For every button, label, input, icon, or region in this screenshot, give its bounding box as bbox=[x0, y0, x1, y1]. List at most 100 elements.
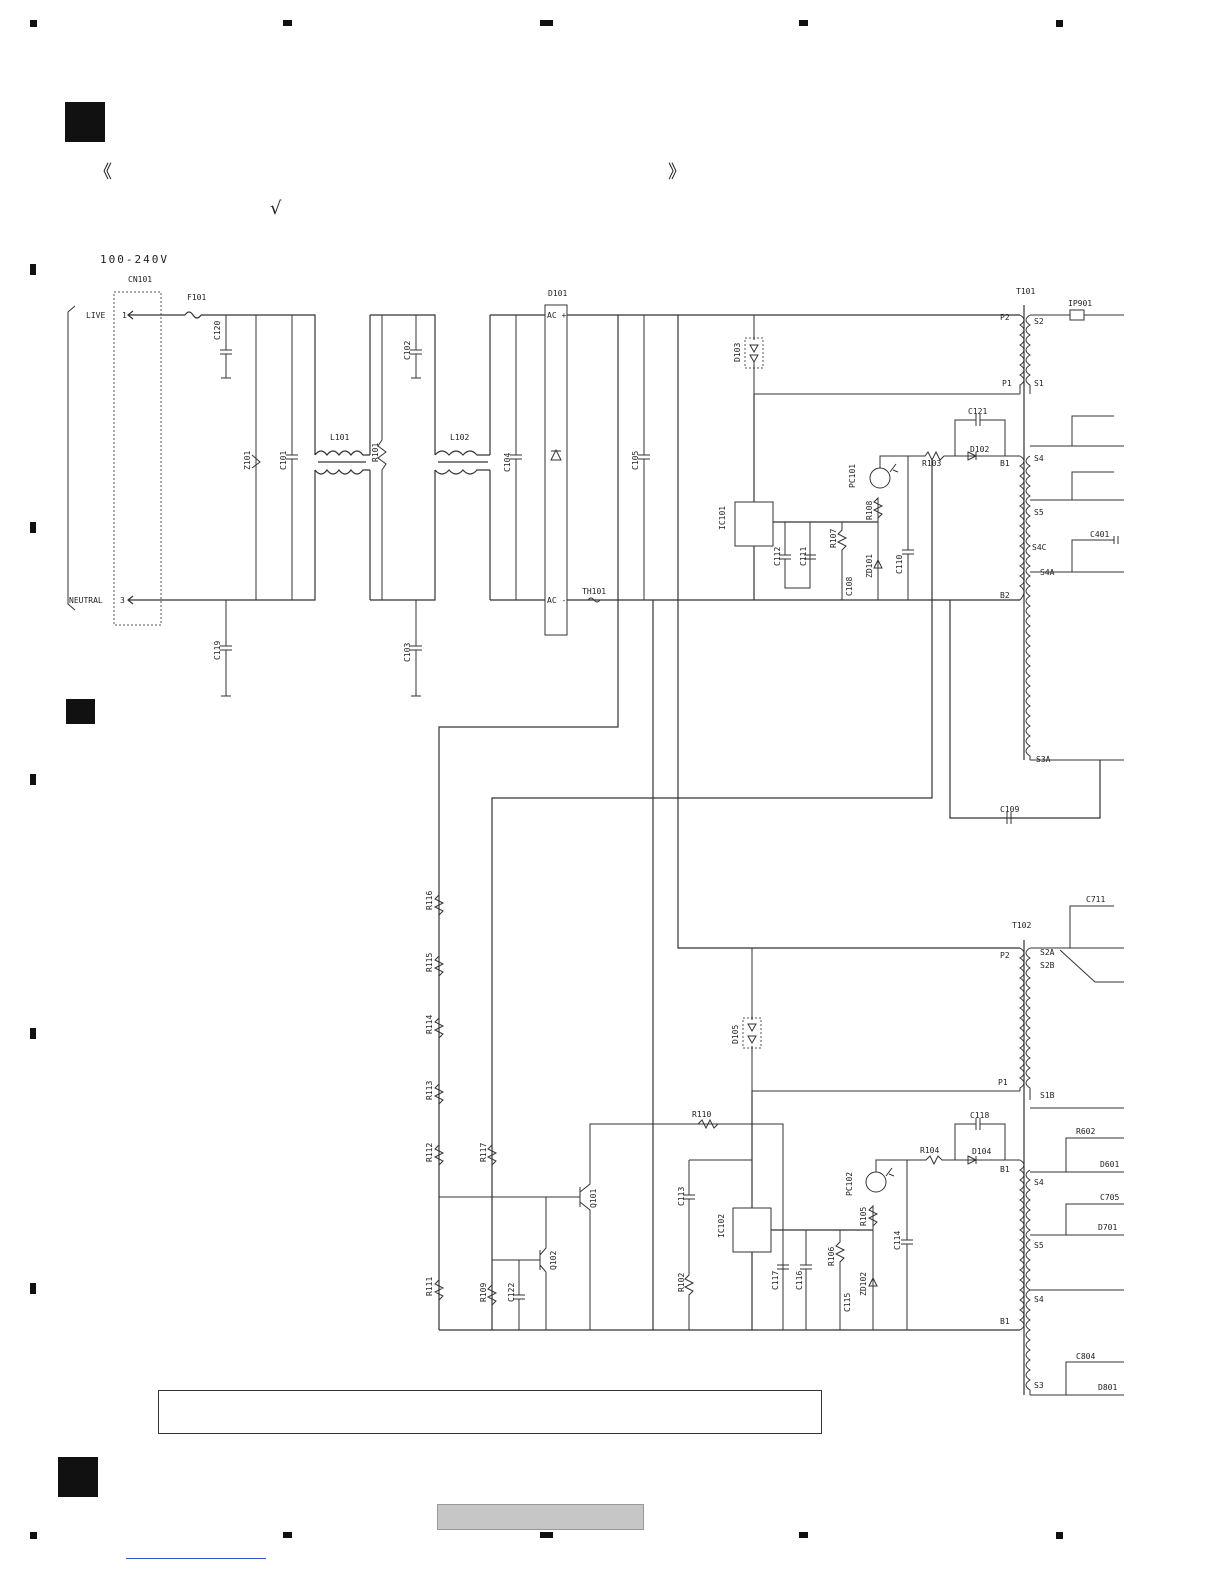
c112-c111 bbox=[779, 522, 816, 589]
d103-label: D103 bbox=[733, 343, 742, 362]
section-block-top bbox=[65, 102, 105, 142]
t102-primary bbox=[1019, 947, 1025, 1091]
r117-resistor bbox=[486, 1144, 498, 1166]
pin-label: S4 bbox=[1034, 454, 1044, 463]
diode-icon bbox=[550, 448, 562, 461]
c101-label: C101 bbox=[279, 451, 288, 470]
registration-mark bbox=[30, 1028, 36, 1039]
capacitor-symbol bbox=[510, 315, 522, 600]
pin-label: B2 bbox=[1000, 591, 1010, 600]
c114-capacitor bbox=[901, 1160, 913, 1330]
t101-aux bbox=[1019, 455, 1025, 601]
c121-label: C121 bbox=[968, 407, 987, 416]
zd102-zener bbox=[868, 1230, 878, 1330]
c122-label: C122 bbox=[507, 1283, 516, 1302]
r115-label: R115 bbox=[425, 953, 434, 972]
r104-d104 bbox=[875, 1155, 1020, 1172]
neutral-label: NEUTRAL bbox=[69, 596, 103, 605]
c120-label: C120 bbox=[213, 321, 222, 340]
zd101-label: ZD101 bbox=[865, 554, 874, 578]
r109-c122 bbox=[486, 1260, 525, 1330]
live-rail-2 bbox=[201, 314, 316, 455]
ic101-label: IC101 bbox=[718, 506, 727, 530]
pin-label: B1 bbox=[1000, 1317, 1010, 1326]
c113-label: C113 bbox=[677, 1187, 686, 1206]
registration-mark bbox=[1056, 1532, 1063, 1539]
ic101-chip bbox=[734, 501, 774, 547]
thermistor-symbol bbox=[587, 597, 601, 603]
c121-capacitor bbox=[954, 414, 1006, 456]
c110-label: C110 bbox=[895, 555, 904, 574]
bridge-pin-label: AC - bbox=[547, 596, 566, 605]
c119-label: C119 bbox=[213, 641, 222, 660]
c104-label: C104 bbox=[503, 453, 512, 472]
pc101-label: PC101 bbox=[848, 464, 857, 488]
ip901-protector bbox=[1030, 309, 1124, 321]
c111-label: C111 bbox=[799, 547, 808, 566]
l102-inductor bbox=[434, 450, 490, 475]
pin-label: S4C bbox=[1032, 543, 1047, 552]
pin-label: B1 bbox=[1000, 459, 1010, 468]
r602-label: R602 bbox=[1076, 1127, 1095, 1136]
r107-label: R107 bbox=[829, 529, 838, 548]
r110-label: R110 bbox=[692, 1110, 711, 1119]
d801-label: D801 bbox=[1098, 1383, 1117, 1392]
c711-label: C711 bbox=[1086, 895, 1105, 904]
t101-label: T101 bbox=[1016, 287, 1035, 296]
c112-label: C112 bbox=[773, 547, 782, 566]
page-number-bar bbox=[437, 1504, 644, 1530]
r107-resistor bbox=[836, 522, 848, 600]
r113-label: R113 bbox=[425, 1081, 434, 1100]
arrow-icon bbox=[127, 310, 134, 320]
t102-secondary bbox=[1025, 947, 1031, 1395]
neutral-rail bbox=[128, 470, 316, 601]
live-label: LIVE bbox=[86, 311, 105, 320]
note-box bbox=[158, 1390, 822, 1434]
thermistor-label: TH101 bbox=[582, 587, 606, 596]
r109-label: R109 bbox=[479, 1283, 488, 1302]
light-icon bbox=[889, 463, 899, 473]
r106-resistor bbox=[834, 1230, 846, 1330]
rail-segment bbox=[489, 314, 545, 601]
check-mark: √ bbox=[270, 198, 282, 219]
r101-label: R101 bbox=[371, 443, 380, 462]
t101-outputs bbox=[1030, 415, 1124, 761]
d104-label: D104 bbox=[972, 1147, 991, 1156]
registration-mark bbox=[30, 774, 36, 785]
t101-secondary bbox=[1025, 314, 1031, 760]
q102-transistor bbox=[492, 1197, 547, 1330]
registration-mark bbox=[799, 1532, 808, 1538]
registration-mark bbox=[283, 1532, 292, 1538]
footer-link[interactable] bbox=[126, 1558, 266, 1559]
pin-label: S2 bbox=[1034, 317, 1044, 326]
feed-wire bbox=[949, 600, 1101, 819]
pin-label: S5 bbox=[1034, 508, 1044, 517]
capacitor-symbol bbox=[220, 315, 232, 379]
capacitor-symbol bbox=[410, 600, 422, 697]
c804-label: C804 bbox=[1076, 1352, 1095, 1361]
pin-label: 3 bbox=[120, 596, 125, 605]
bridge-label: D101 bbox=[548, 289, 567, 298]
l102-label: L102 bbox=[450, 433, 469, 442]
pin-label: S4 bbox=[1034, 1178, 1044, 1187]
registration-mark bbox=[799, 20, 808, 26]
section-block-bottom bbox=[58, 1457, 98, 1497]
pin-label: P1 bbox=[998, 1078, 1008, 1087]
bridge-rectifier bbox=[544, 304, 568, 636]
pin-label: S1 bbox=[1034, 379, 1044, 388]
capacitor-symbol bbox=[1113, 536, 1119, 544]
pin-label: P1 bbox=[1002, 379, 1012, 388]
r106-label: R106 bbox=[827, 1247, 836, 1266]
registration-mark bbox=[30, 20, 37, 27]
r112-label: R112 bbox=[425, 1143, 434, 1162]
section-block-mid bbox=[66, 699, 95, 724]
r111-label: R111 bbox=[425, 1277, 434, 1296]
d601-label: D601 bbox=[1100, 1160, 1119, 1169]
zd101-zener bbox=[873, 522, 883, 600]
q102-label: Q102 bbox=[549, 1251, 558, 1270]
r108-resistor bbox=[872, 496, 884, 522]
r110-resistor bbox=[697, 1118, 719, 1130]
arrow-icon bbox=[127, 595, 134, 605]
